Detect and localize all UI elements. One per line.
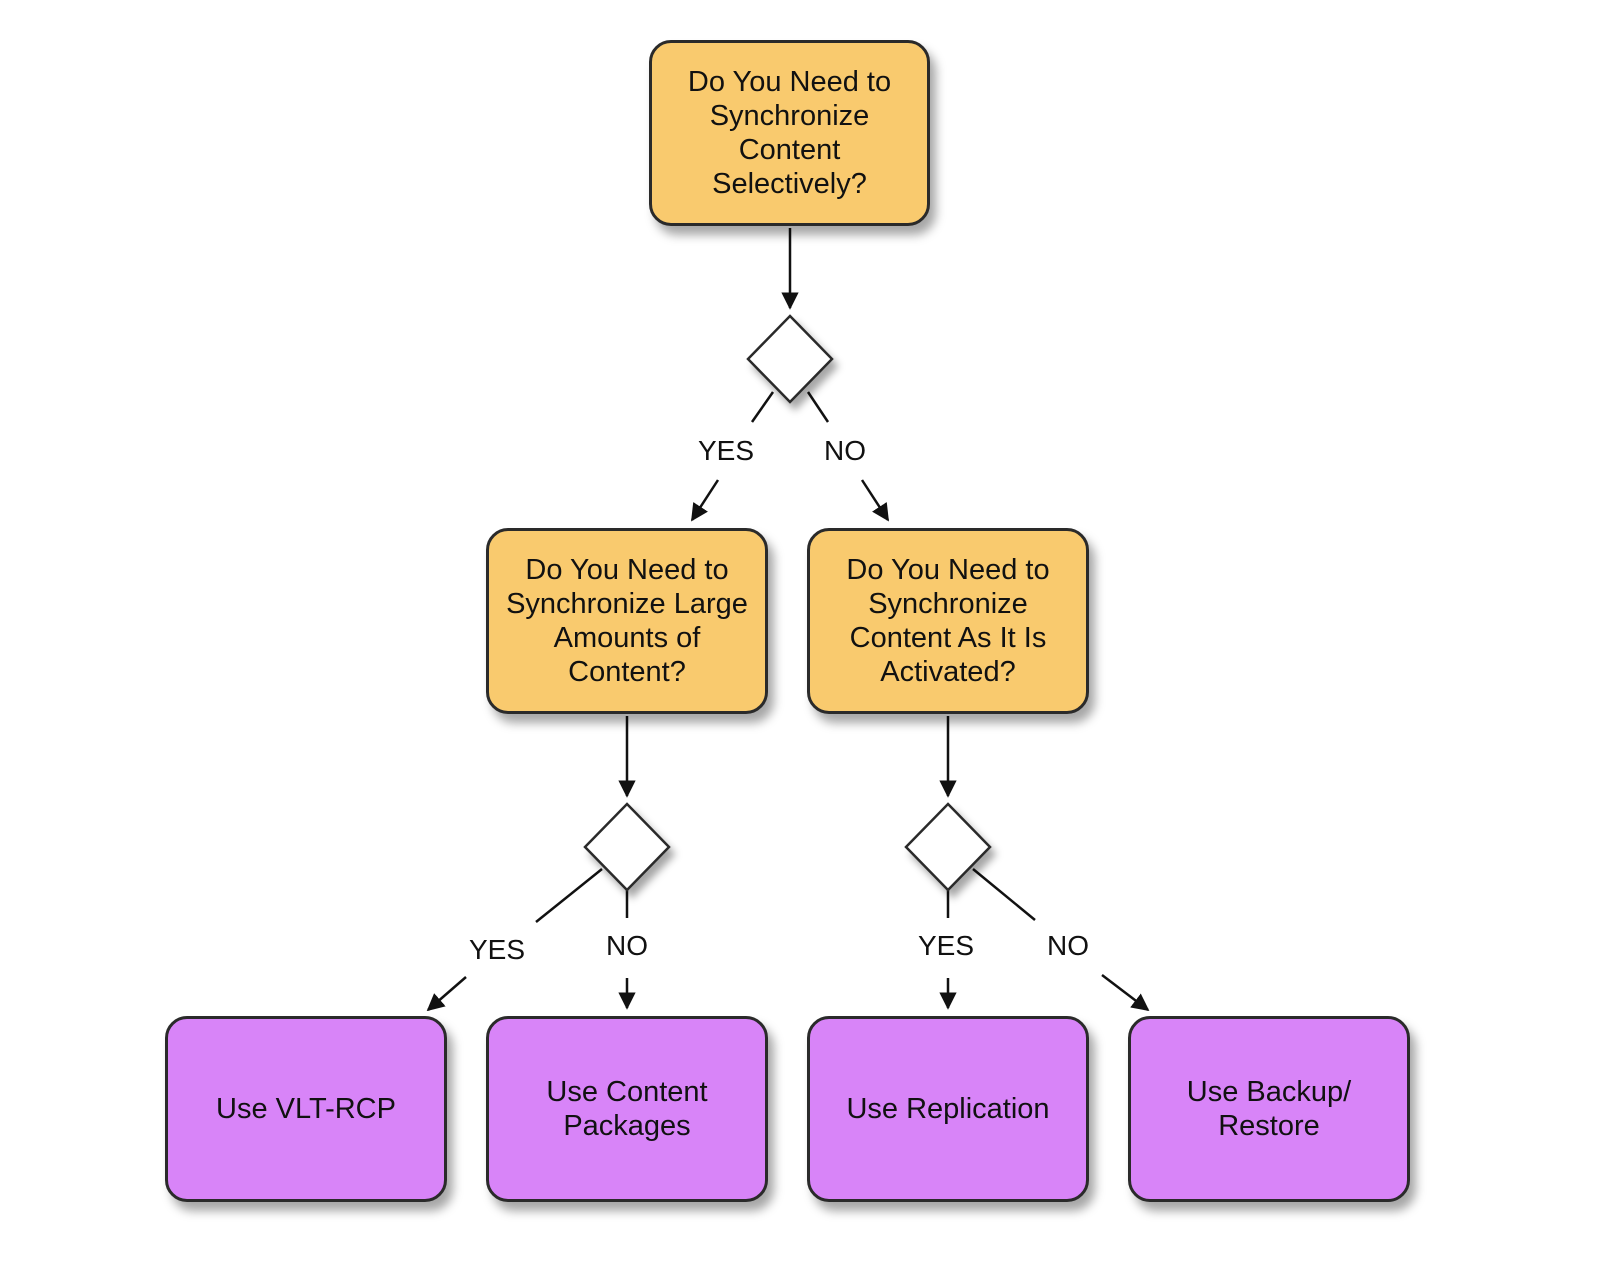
outcome-box-content-packages: Use Content Packages: [486, 1016, 768, 1202]
branch-label-yes-2: YES: [468, 934, 526, 965]
branch-label-no-1: NO: [824, 435, 866, 466]
decision-diamond-3: [904, 802, 992, 892]
question-box-selective-sync: Do You Need to Synchronize Content Selec…: [649, 40, 930, 226]
outcome-box-vlt-rcp: Use VLT-RCP: [165, 1016, 447, 1202]
decision-diamond-2: [583, 802, 671, 892]
decision-diamond-1: [746, 314, 834, 404]
connector-d1-no: [806, 391, 830, 423]
outcome-box-replication: Use Replication: [807, 1016, 1089, 1202]
connector-d1-no-arrow: [860, 479, 890, 522]
question-box-large-amounts: Do You Need to Synchronize Large Amounts…: [486, 528, 768, 714]
question-box-as-activated: Do You Need to Synchronize Content As It…: [807, 528, 1089, 714]
connector-d2-yes-arrow: [426, 976, 467, 1012]
connector-d3-no: [972, 868, 1036, 921]
connector-d2-yes: [535, 868, 603, 923]
branch-label-no-3: NO: [1047, 930, 1089, 961]
branch-label-no-2: NO: [606, 930, 648, 961]
connector-d3-no-arrow: [1101, 974, 1150, 1012]
connector-d1-yes-arrow: [690, 479, 720, 522]
branch-label-yes-3: YES: [917, 930, 975, 961]
branch-label-yes-1: YES: [697, 435, 755, 466]
outcome-box-backup-restore: Use Backup/ Restore: [1128, 1016, 1410, 1202]
connector-d1-yes: [750, 391, 775, 423]
